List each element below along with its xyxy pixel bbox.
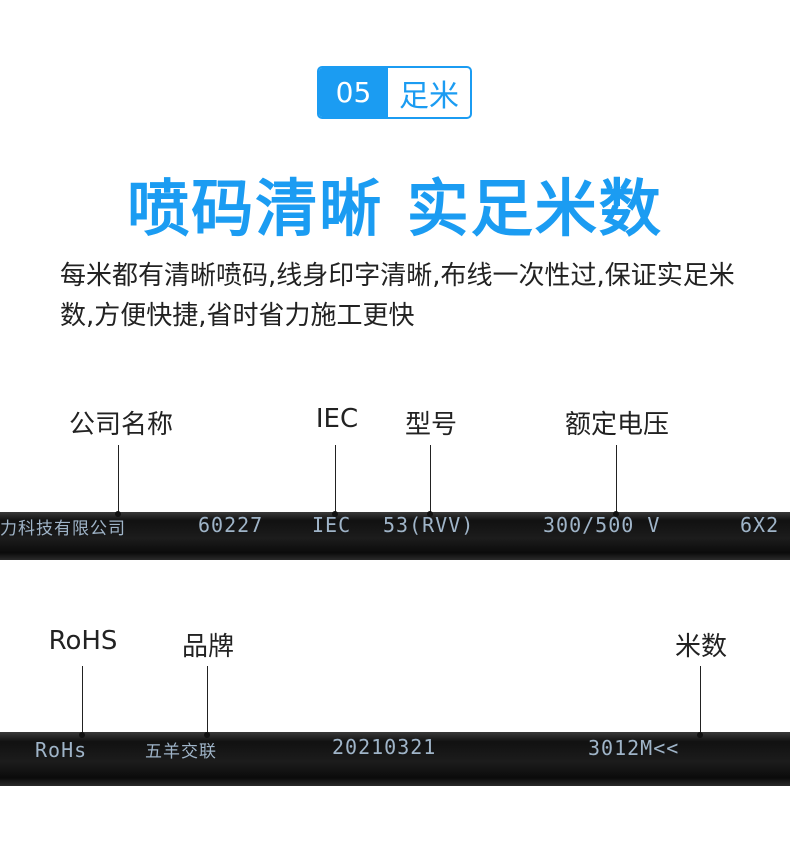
- section-badge: 05 足米: [317, 66, 472, 119]
- print-spec: 6X2: [740, 513, 780, 537]
- print-iec: IEC: [312, 513, 352, 537]
- label-meter-count: 米数: [674, 632, 728, 662]
- leader-line: [335, 445, 336, 513]
- print-standard: 60227: [198, 513, 264, 537]
- cable-1: [0, 512, 790, 560]
- label-model: 型号: [404, 410, 458, 440]
- label-company-name: 公司名称: [68, 410, 174, 440]
- cable-2: [0, 732, 790, 786]
- leader-dot: [115, 511, 121, 517]
- section-number: 05: [319, 68, 388, 117]
- leader-dot: [332, 511, 338, 517]
- label-rated-voltage: 额定电压: [564, 410, 670, 440]
- leader-line: [118, 445, 119, 513]
- leader-line: [82, 666, 83, 734]
- label-brand: 品牌: [181, 632, 235, 662]
- print-company: 力科技有限公司: [0, 519, 126, 539]
- leader-dot: [613, 511, 619, 517]
- leader-dot: [79, 732, 85, 738]
- leader-line: [207, 666, 208, 734]
- print-model: 53(RVV): [383, 513, 475, 537]
- label-iec: IEC: [315, 404, 359, 434]
- print-brand: 五羊交联: [145, 742, 217, 762]
- description: 每米都有清晰喷码,线身印字清晰,布线一次性过,保证实足米数,方便快捷,省时省力施…: [60, 261, 735, 331]
- leader-dot: [204, 732, 210, 738]
- leader-line: [700, 666, 701, 734]
- print-meter: 3012M<<: [588, 736, 680, 760]
- print-date: 20210321: [332, 735, 437, 759]
- leader-line: [616, 445, 617, 513]
- print-voltage: 300/500 V: [543, 513, 661, 537]
- leader-dot: [697, 732, 703, 738]
- label-rohs: RoHS: [48, 626, 118, 656]
- leader-line: [430, 445, 431, 513]
- headline: 喷码清晰 实足米数: [127, 172, 663, 245]
- print-rohs: RoHs: [35, 738, 88, 762]
- section-label: 足米: [399, 78, 459, 114]
- leader-dot: [427, 511, 433, 517]
